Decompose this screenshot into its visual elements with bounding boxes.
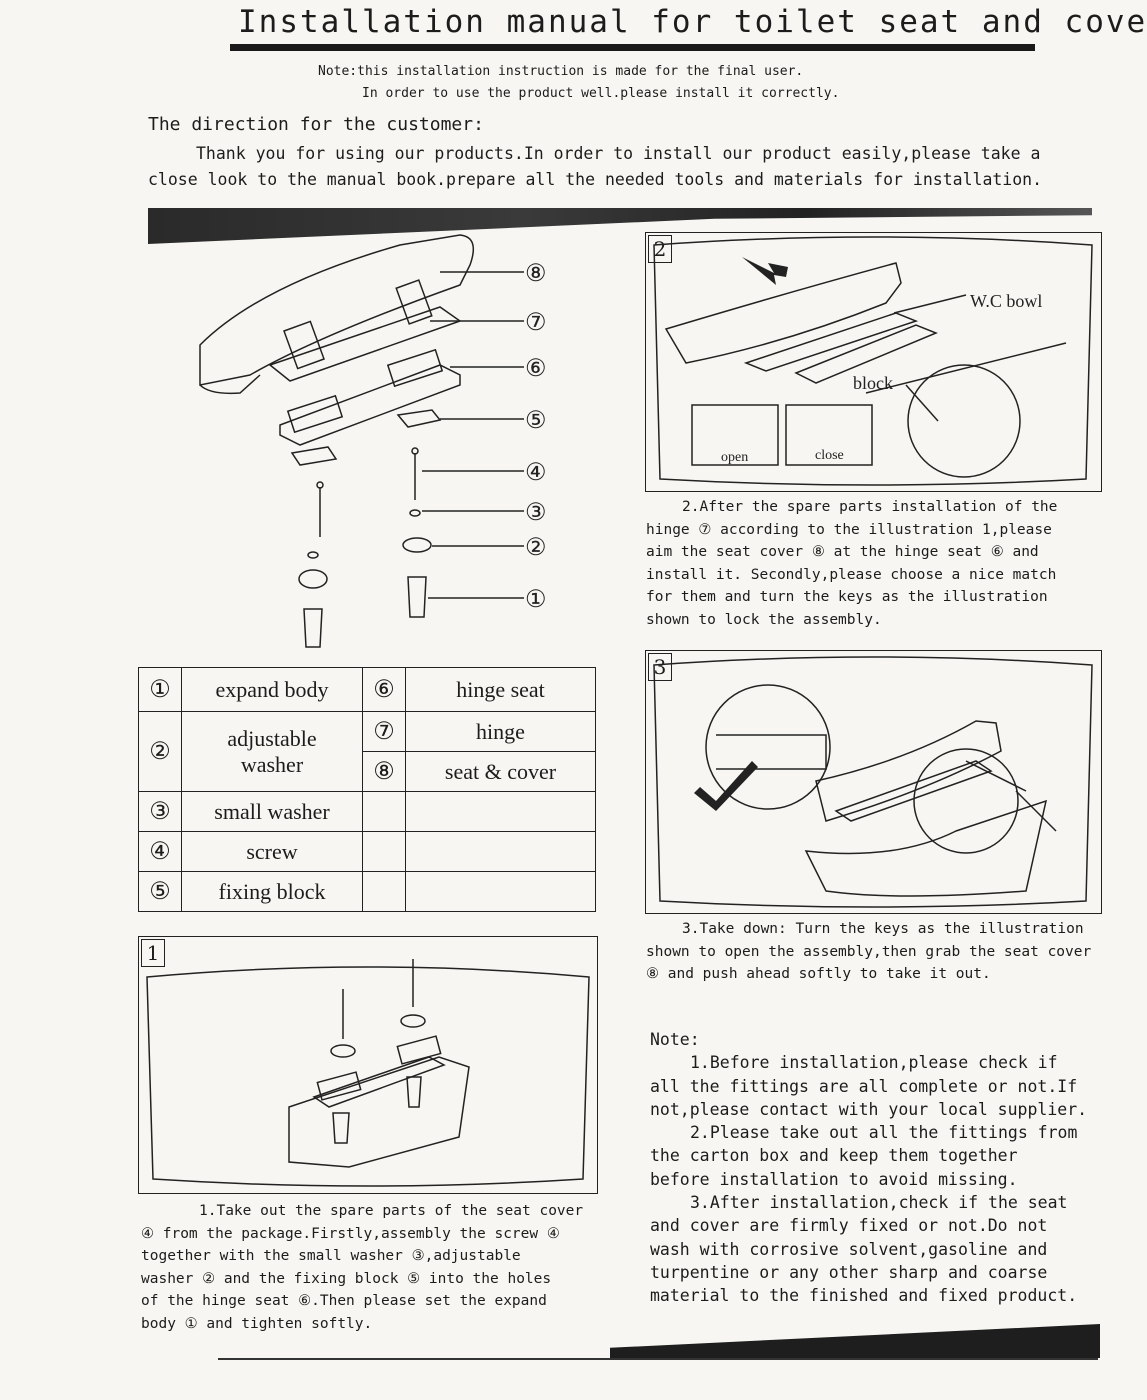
step-2-caption: 2.After the spare parts installation of … [646, 496, 1101, 631]
step-1-caption-line: 1.Take out the spare parts of the seat c… [199, 1203, 584, 1219]
callout-4: ④ [525, 460, 547, 486]
part-name: small washer [181, 791, 363, 832]
part-number: ③ [138, 791, 182, 832]
table-row: ④ screw [138, 831, 596, 872]
part-name: fixing block [181, 871, 363, 912]
part-name: expand body [181, 667, 363, 712]
part-name-line-2: washer [240, 751, 304, 777]
exploded-view-diagram: ⑧ ⑦ ⑥ ⑤ ④ ③ ② ① [199, 234, 547, 648]
step-3-caption: 3.Take down: Turn the keys as the illust… [646, 918, 1116, 986]
step-3-panel: 3 [645, 650, 1102, 914]
step-2-caption-line: aim the seat cover ⑧ at the hinge seat ⑥… [646, 544, 1039, 560]
notes-line: not,please contact with your local suppl… [650, 1099, 1088, 1119]
step-1-caption-line: ④ from the package.Firstly,assembly the … [141, 1225, 560, 1242]
step-3-caption-line: ⑧ and push ahead softly to take it out. [646, 966, 991, 982]
step-2-number: 2 [648, 235, 672, 263]
label-open: open [721, 450, 748, 465]
part-name: hinge [405, 711, 596, 752]
notes-line: the carton box and keep them together [650, 1146, 1018, 1166]
part-name: seat & cover [405, 751, 596, 792]
part-name: hinge seat [405, 667, 596, 712]
part-number: ② [138, 711, 182, 792]
notes-line: 1.Before installation,please check if [690, 1053, 1058, 1073]
part-number: ① [138, 667, 182, 712]
title-underline [230, 44, 1035, 51]
part-name [405, 791, 596, 832]
step-3-illustration [653, 656, 1093, 908]
part-number: ⑧ [362, 751, 406, 792]
notes-line: wash with corrosive solvent,gasoline and [650, 1239, 1048, 1259]
bottom-rule [218, 1358, 1098, 1360]
table-row: ⑤ fixing block [138, 871, 596, 912]
step-2-caption-line: shown to lock the assembly. [646, 611, 882, 628]
callout-7: ⑦ [525, 310, 547, 336]
intro-line-2: close look to the manual book.prepare al… [148, 170, 1043, 189]
step-2-caption-line: install it. Secondly,please choose a nic… [646, 566, 1057, 583]
part-name [405, 871, 596, 912]
step-1-number: 1 [141, 939, 165, 967]
callout-6: ⑥ [525, 356, 547, 382]
document-title: Installation manual for toilet seat and … [238, 4, 1147, 40]
step-1-illustration [146, 959, 590, 1187]
notes-line: 2.Please take out all the fittings from [690, 1123, 1078, 1143]
part-number: ⑦ [362, 711, 406, 752]
table-row: ③ small washer [138, 791, 596, 832]
step-3-caption-line: 3.Take down: Turn the keys as the illust… [682, 921, 1084, 937]
decorative-band-bottom [610, 1324, 1100, 1358]
step-1-caption: 1.Take out the spare parts of the seat c… [141, 1200, 601, 1335]
callout-5: ⑤ [525, 408, 547, 434]
table-row: ① expand body ⑥ hinge seat [138, 667, 596, 712]
table-row: ② adjustable washer ⑦ hinge [138, 711, 596, 792]
notes-line: turpentine or any other sharp and coarse [650, 1262, 1048, 1282]
label-close: close [815, 448, 844, 463]
part-number: ⑥ [362, 667, 406, 712]
parts-table: ① expand body ⑥ hinge seat ② adjustable … [138, 667, 596, 912]
part-number [362, 791, 406, 832]
part-number [362, 871, 406, 912]
label-block: block [853, 373, 893, 393]
table-row: ⑧ seat & cover [139, 751, 596, 792]
part-name-line-1: adjustable [227, 725, 317, 751]
notes-section: Note: 1.Before installation,please check… [650, 1028, 1110, 1308]
callout-3: ③ [525, 500, 547, 526]
callout-2: ② [525, 535, 547, 561]
part-number [362, 831, 406, 872]
step-2-caption-line: for them and turn the keys as the illust… [646, 589, 1048, 605]
step-1-caption-line: body ① and tighten softly. [141, 1315, 373, 1332]
callout-1: ① [525, 587, 547, 613]
part-number: ⑤ [138, 871, 182, 912]
notes-heading: Note: [650, 1030, 700, 1049]
part-name: adjustable washer [181, 711, 363, 792]
step-3-number: 3 [648, 653, 672, 681]
step-2-illustration: W.C bowl block open close [653, 236, 1093, 486]
notes-line: 3.After installation,check if the seat [690, 1193, 1068, 1213]
notes-line: all the fittings are all complete or not… [650, 1076, 1078, 1096]
note-line-2: In order to use the product well.please … [362, 86, 840, 101]
step-1-panel: 1 [138, 936, 598, 1194]
part-number: ④ [138, 831, 182, 872]
step-2-panel: 2 W.C bowl block open close [645, 232, 1102, 492]
notes-line: before installation to avoid missing. [650, 1169, 1018, 1189]
step-3-caption-line: shown to open the assembly,then grab the… [646, 943, 1092, 960]
label-wc-bowl: W.C bowl [970, 291, 1042, 311]
notes-line: material to the finished and fixed produ… [650, 1286, 1078, 1306]
part-name: screw [181, 831, 363, 872]
notes-line: and cover are firmly fixed or not.Do not [650, 1216, 1048, 1236]
step-2-caption-line: hinge ⑦ according to the illustration 1,… [646, 521, 1052, 538]
step-2-caption-line: 2.After the spare parts installation of … [682, 499, 1058, 515]
intro-line-1: Thank you for using our products.In orde… [196, 144, 1041, 163]
part-name [405, 831, 596, 872]
callout-8: ⑧ [525, 261, 547, 287]
step-1-caption-line: of the hinge seat ⑥.Then please set the … [141, 1293, 547, 1309]
note-line-1: Note:this installation instruction is ma… [318, 64, 804, 79]
step-1-caption-line: together with the small washer ③,adjusta… [141, 1248, 521, 1264]
intro-heading: The direction for the customer: [148, 114, 484, 135]
step-1-caption-line: washer ② and the fixing block ⑤ into the… [141, 1270, 552, 1287]
